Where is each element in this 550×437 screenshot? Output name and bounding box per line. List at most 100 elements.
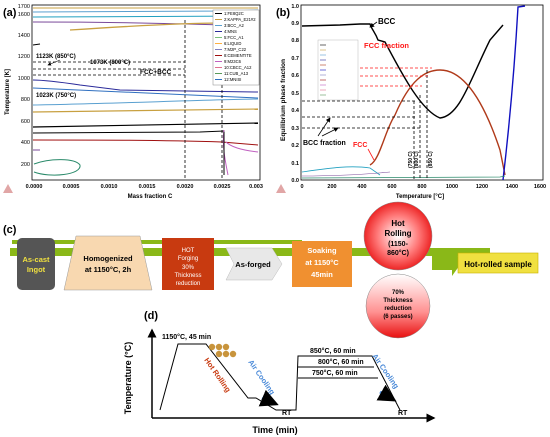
panel-b-xticks: 0 200 400 600 800 1000 1200 1400 1600 [300,184,546,190]
as-forged-box [225,247,283,281]
arrow-to-sample [432,248,462,276]
d-label-750: 750°C, 60 min [312,369,358,377]
panel-b-xtick: 800 [417,184,426,190]
svg-text:reduction: reduction [176,281,201,287]
d-label-hold: 1150°C, 45 min [162,333,211,341]
a-arrow [47,59,61,66]
panel-b-xlabel: Temperature [°C] [396,194,444,200]
d-label-hot-rolling: Hot Rolling [202,356,233,394]
watermark-icons [3,184,286,193]
panel-a-xtick: 0.003 [249,184,263,190]
panel-b-yticks: 0.0 0.1 0.2 0.3 0.4 0.5 0.6 0.7 0.8 0.9 … [291,4,300,184]
ingot-box [17,238,55,290]
flow-arrow-main [12,240,302,244]
liquid-curve [502,5,526,181]
svg-text:Hot: Hot [391,219,405,228]
d-xlabel: Time (min) [252,425,297,435]
hot-rolled-sample-box [457,252,539,274]
panel-a-label: (a) [3,7,17,19]
panel-b-ytick: 0.1 [291,161,299,167]
b-label-bcc-top: BCC [378,17,396,26]
a-label-fccbcc: FCC+BCC [140,69,172,76]
svg-text:Thickness: Thickness [174,273,201,279]
fcc-curve [369,69,506,176]
legend-entry: 2:KAPPA_E21#2 [224,17,256,22]
a-label-1123: 1123K (850°C) [36,54,76,60]
panel-b-ytick: 0.3 [291,126,299,132]
homogenized-box [63,235,153,291]
panel-a-ytick: 200 [21,162,30,168]
homogenized-label-2: at 1150°C, 2h [85,265,132,274]
thickness-reduction-circle [365,273,431,339]
d-profile [159,343,401,411]
soaking-box [292,241,352,287]
b-label-850: (850 C) [428,151,434,168]
panel-a: (a) 200 400 600 800 1000 1200 1400 1600 … [3,4,263,200]
legend-entry: 6:LIQUID [224,41,241,46]
panel-a-ytick: 400 [21,140,30,146]
panel-b-curves [301,5,526,181]
a-label-1023: 1023K (750°C) [36,93,76,99]
panel-b-xtick: 200 [327,184,336,190]
d-label-850: 850°C, 60 min [310,347,356,355]
panel-a-phase-curves [32,7,259,176]
ingot-label-1: As-cast [22,255,50,264]
panel-a-ytick: 1400 [18,33,30,39]
svg-text:at 1150°C: at 1150°C [305,258,339,267]
panel-b-ytick: 0.9 [291,21,299,27]
panel-a-ytick: 1700 [18,4,30,10]
panel-a-ylabel: Temperature [K] [5,69,11,115]
ingot-label-2: Ingot [27,265,46,274]
panel-b-ytick: 1.0 [291,4,299,10]
svg-text:reduction: reduction [384,306,412,312]
svg-text:Thickness: Thickness [383,298,413,304]
panel-a-ytick: 800 [21,97,30,103]
panel-a-ytick: 1600 [18,12,30,18]
svg-text:45min: 45min [311,270,333,279]
hot-forging-box [162,238,214,290]
panel-a-xtick: 0.0000 [26,184,43,190]
svg-text:(1150-: (1150- [388,241,409,248]
d-label-800: 800°C, 60 min [318,358,364,366]
panel-a-yticks: 200 400 600 800 1000 1200 1400 1600 1700 [18,4,30,168]
panel-b-guides [302,70,428,180]
b-label-bcc-fraction: BCC fraction [303,140,346,147]
d-label-rt1: RT [282,410,292,417]
panel-b-xtick: 1000 [446,184,458,190]
panel-b-xtick: 1400 [506,184,518,190]
legend-entry: 9:M23C6 [224,59,242,64]
legend-entry: 3:BCC_A2 [224,23,244,28]
homogenized-label-1: Homogenized [83,254,133,263]
panel-b-xtick: 600 [387,184,396,190]
panel-b-ytick: 0.8 [291,38,299,44]
panel-b-xtick: 1600 [534,184,546,190]
legend-entry: 7:M2P_C22 [224,47,247,52]
panel-a-xtick: 0.0020 [177,184,194,190]
d-rolling-marks [208,343,237,358]
panel-b-fcc-guides [360,67,432,87]
legend-entry: 4:MNS [224,29,237,34]
legend-entry: 8:CEMENTITE [224,53,252,58]
panel-a-xticks: 0.0000 0.0005 0.0010 0.0015 0.0020 0.002… [26,184,263,190]
svg-text:Rolling: Rolling [384,229,411,238]
panel-a-ytick: 1000 [18,76,30,82]
svg-text:30%: 30% [182,265,195,271]
d-ylabel: Temperature (°C) [123,342,133,414]
panel-c-label: (c) [3,224,17,236]
panel-b-annotations: BCC FCC fraction BCC fraction FCC (750 C… [303,17,434,168]
panel-a-xlabel: Mass fraction C [128,194,173,200]
d-label-air-cooling-2: Air Cooling [370,352,401,391]
d-label-air-cooling-1: Air Cooling [246,358,277,397]
a-label-1073: 1073K (800°C) [90,60,130,66]
hot-rolled-sample-label: Hot-rolled sample [464,260,532,269]
legend-entry: 11:CUB_A13 [224,71,249,76]
panel-a-legend: 1:FE8Q2C2:KAPPA_E21#23:BCC_A24:MNS5:FCC_… [212,9,260,86]
svg-text:860°C): 860°C) [387,249,409,257]
b-label-fcc-fraction: FCC fraction [364,41,409,50]
panel-a-annotations: 1123K (850°C) 1073K (800°C) FCC+BCC 1023… [36,54,172,99]
b-label-750: (750 C) [408,151,414,168]
panel-b-ylabel: Equilibrium phase fraction [280,59,287,141]
panel-a-ytick: 600 [21,119,30,125]
panel-b-ytick: 0.2 [291,143,299,149]
